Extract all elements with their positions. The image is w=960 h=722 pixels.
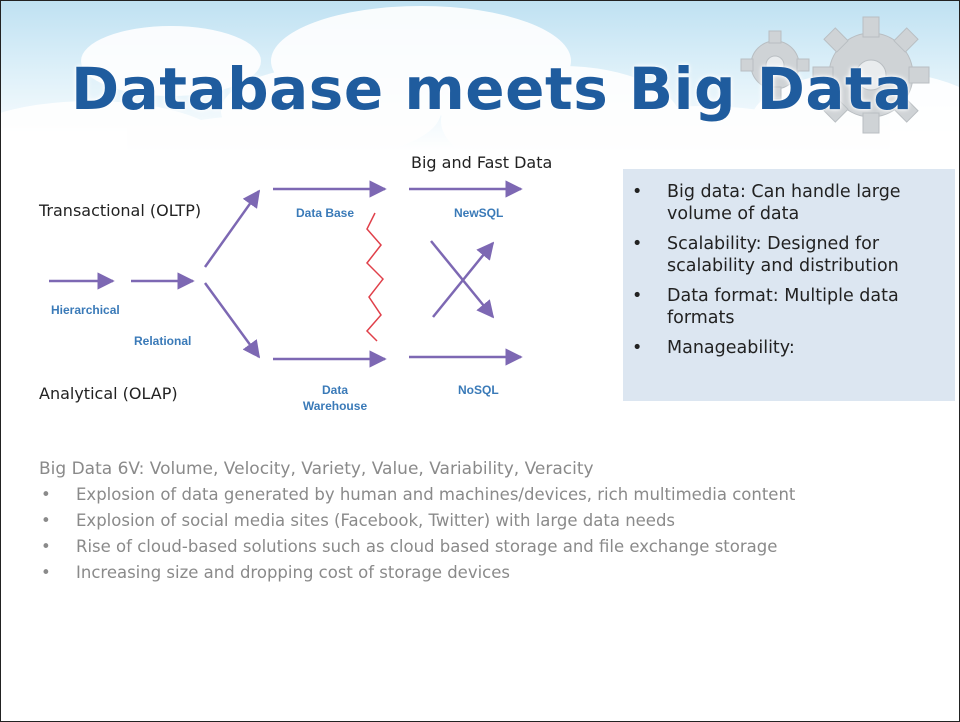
driver-item: •Rise of cloud-based solutions such as c… — [41, 537, 778, 556]
six-v-lead: Big Data 6V: Volume, Velocity, Variety, … — [39, 459, 594, 479]
node-newsql: NewSQL — [454, 206, 504, 220]
features-box: •Big data: Can handle large volume of da… — [623, 169, 955, 401]
driver-item: •Increasing size and dropping cost of st… — [41, 563, 511, 582]
node-data-warehouse: Data Warehouse — [302, 383, 368, 413]
node-relational: Relational — [134, 334, 192, 348]
arrow-cross-up — [432, 241, 495, 318]
drivers-section: Big Data 6V: Volume, Velocity, Variety, … — [39, 459, 839, 583]
gear-icon — [740, 16, 930, 134]
divider-zigzag — [365, 212, 384, 342]
arrow-cross-down — [430, 240, 495, 319]
diagram-header: Big and Fast Data — [411, 153, 553, 172]
evolution-diagram — [49, 180, 523, 368]
driver-item: •Explosion of social media sites (Facebo… — [41, 511, 676, 530]
cloud-icon — [1, 6, 959, 171]
node-hierarchical: Hierarchical — [51, 303, 120, 317]
node-nosql: NoSQL — [458, 383, 499, 397]
arrow-branch-down — [203, 282, 261, 359]
label-olap: Analytical (OLAP) — [39, 384, 178, 403]
arrow-branch-up — [203, 189, 261, 268]
feature-item: •Scalability: Designed for scalability a… — [632, 234, 899, 276]
feature-item: •Big data: Can handle large volume of da… — [632, 182, 901, 224]
slide-title: Database meets Big Data — [71, 55, 913, 123]
driver-item: •Explosion of data generated by human an… — [41, 485, 796, 504]
feature-item: •Manageability: — [632, 338, 795, 358]
label-oltp: Transactional (OLTP) — [39, 201, 202, 220]
feature-item: •Data format: Multiple data formats — [632, 286, 899, 328]
node-database: Data Base — [296, 206, 355, 220]
